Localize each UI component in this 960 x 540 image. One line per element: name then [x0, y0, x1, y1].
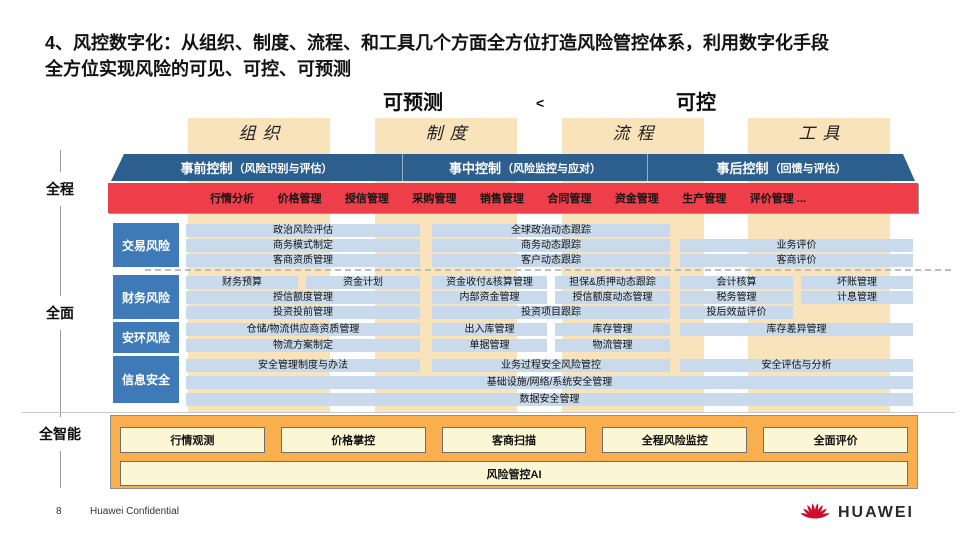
risk-cell: 授信额度管理 [186, 291, 420, 304]
risk-row-label: 安环风险 [113, 322, 179, 353]
risk-cell: 税务管理 [680, 291, 793, 304]
smart-capability-box: 全面评价 [763, 427, 908, 453]
phase-sublabel: （风险识别与评估） [233, 162, 333, 175]
process-item: 价格管理 [277, 193, 322, 205]
dashed-separator [145, 269, 951, 271]
risk-cell: 会计核算 [680, 276, 793, 289]
confidential-label: Huawei Confidential [90, 506, 179, 517]
risk-control-ai-box: 风险管控AI [120, 461, 908, 486]
risk-cell: 仓储/物流供应商资质管理 [186, 323, 420, 336]
risk-cell: 商务动态跟踪 [432, 239, 670, 252]
page-number: 8 [56, 506, 62, 517]
phase-segment: 事前控制（风险识别与评估） [111, 154, 403, 181]
risk-cell: 基础设施/网络/系统安全管理 [186, 376, 913, 389]
risk-cell: 担保&质押动态跟踪 [555, 276, 670, 289]
axis-label-whole-process: 全程 [44, 172, 76, 206]
risk-row-label: 信息安全 [113, 356, 179, 403]
risk-cell: 全球政治动态跟踪 [432, 224, 670, 237]
smart-capability-box: 行情观测 [120, 427, 265, 453]
process-items: 行情分析 价格管理 授信管理 采购管理 销售管理 合同管理 资金管理 生产管理 评价管理 ... [210, 183, 806, 213]
huawei-flower-icon [798, 497, 832, 528]
risk-row-label: 交易风险 [113, 223, 179, 267]
axis-label-all-intelligent: 全智能 [37, 417, 83, 451]
pillar-label: 流程 [612, 124, 661, 143]
phase-label: 事后控制 [716, 161, 769, 176]
pillar-label: 工具 [798, 124, 847, 143]
smart-capability-box: 客商扫描 [441, 427, 587, 453]
smart-capability-box: 全程风险监控 [602, 427, 748, 453]
phase-label: 事中控制 [448, 161, 501, 176]
process-item: 资金管理 [614, 193, 659, 205]
phase-segment: 事后控制（回馈与评估） [648, 154, 915, 181]
risk-cell: 出入库管理 [432, 323, 547, 336]
smart-section: 行情观测价格掌控客商扫描全程风险监控全面评价 风险管控AI [110, 415, 918, 489]
phase-label: 事前控制 [180, 161, 233, 176]
risk-cell: 财务预算 [186, 276, 298, 289]
risk-cell: 客商资质管理 [186, 254, 420, 267]
title-line1: 4、风控数字化：从组织、制度、流程、和工具几个方面全方位打造风险管控体系，利用数… [45, 33, 830, 53]
banner-comparator: < [536, 95, 545, 111]
risk-cell: 资金收付&核算管理 [432, 276, 547, 289]
pillar-label: 制度 [425, 124, 474, 143]
phase-sublabel: （风险监控与应对） [502, 162, 601, 175]
process-item: 合同管理 [547, 193, 592, 205]
smart-capability-box: 价格掌控 [280, 427, 426, 453]
huawei-brand-text: HUAWEI [838, 503, 914, 521]
phase-arrow-bar: 事前控制（风险识别与评估）事中控制（风险监控与应对）事后控制（回馈与评估） [111, 154, 915, 181]
risk-cell: 安全管理制度与办法 [186, 359, 420, 372]
process-item: 授信管理 [344, 193, 389, 205]
title-line2: 全方位实现风险的可见、可控、可预测 [45, 59, 351, 79]
risk-cell: 客户动态跟踪 [432, 254, 670, 267]
risk-cell: 商务模式制定 [186, 239, 420, 252]
risk-cell: 政治风险评估 [186, 224, 420, 237]
axis-label-comprehensive: 全面 [44, 296, 76, 330]
process-item: 生产管理 [682, 193, 727, 205]
risk-cell: 投资项目跟踪 [432, 306, 670, 319]
process-bar: 行情分析 价格管理 授信管理 采购管理 销售管理 合同管理 资金管理 生产管理 评价管理 ... [108, 183, 918, 213]
risk-cell: 业务过程安全风险管控 [432, 359, 670, 372]
risk-cell: 单据管理 [432, 339, 547, 352]
slide-title: 4、风控数字化：从组织、制度、流程、和工具几个方面全方位打造风险管控体系，利用数… [45, 30, 930, 82]
risk-cell: 物流管理 [555, 339, 670, 352]
smart-capability-row: 行情观测价格掌控客商扫描全程风险监控全面评价 [120, 427, 908, 453]
risk-cell: 计息管理 [801, 291, 913, 304]
risk-cell: 坏账管理 [801, 276, 913, 289]
risk-cell: 资金计划 [306, 276, 420, 289]
phase-segment: 事中控制（风险监控与应对） [403, 154, 648, 181]
huawei-logo: HUAWEI [798, 497, 914, 528]
pillar-label: 组织 [238, 124, 287, 143]
risk-cell: 物流方案制定 [186, 339, 420, 352]
risk-cell: 授信额度动态管理 [555, 291, 670, 304]
risk-cell: 投后效益评价 [680, 306, 793, 319]
risk-cell: 数据安全管理 [186, 393, 913, 406]
risk-cell: 客商评价 [680, 254, 913, 267]
process-item: 采购管理 [412, 193, 457, 205]
risk-cell: 业务评价 [680, 239, 913, 252]
risk-cell: 库存管理 [555, 323, 670, 336]
phase-sublabel: （回馈与评估） [769, 162, 847, 175]
banner-predictable: 可预测 [383, 92, 443, 114]
process-item: 行情分析 [210, 193, 254, 205]
risk-cell: 投资投前管理 [186, 306, 420, 319]
banner-controllable: 可控 [676, 92, 716, 114]
process-item: 评价管理 ... [749, 193, 806, 205]
risk-cell: 安全评估与分析 [680, 359, 913, 372]
risk-cell: 库存差异管理 [680, 323, 913, 336]
risk-row-label: 财务风险 [113, 275, 179, 319]
section-separator-line [22, 412, 955, 413]
process-item: 销售管理 [479, 193, 524, 205]
risk-cell: 内部资金管理 [432, 291, 547, 304]
